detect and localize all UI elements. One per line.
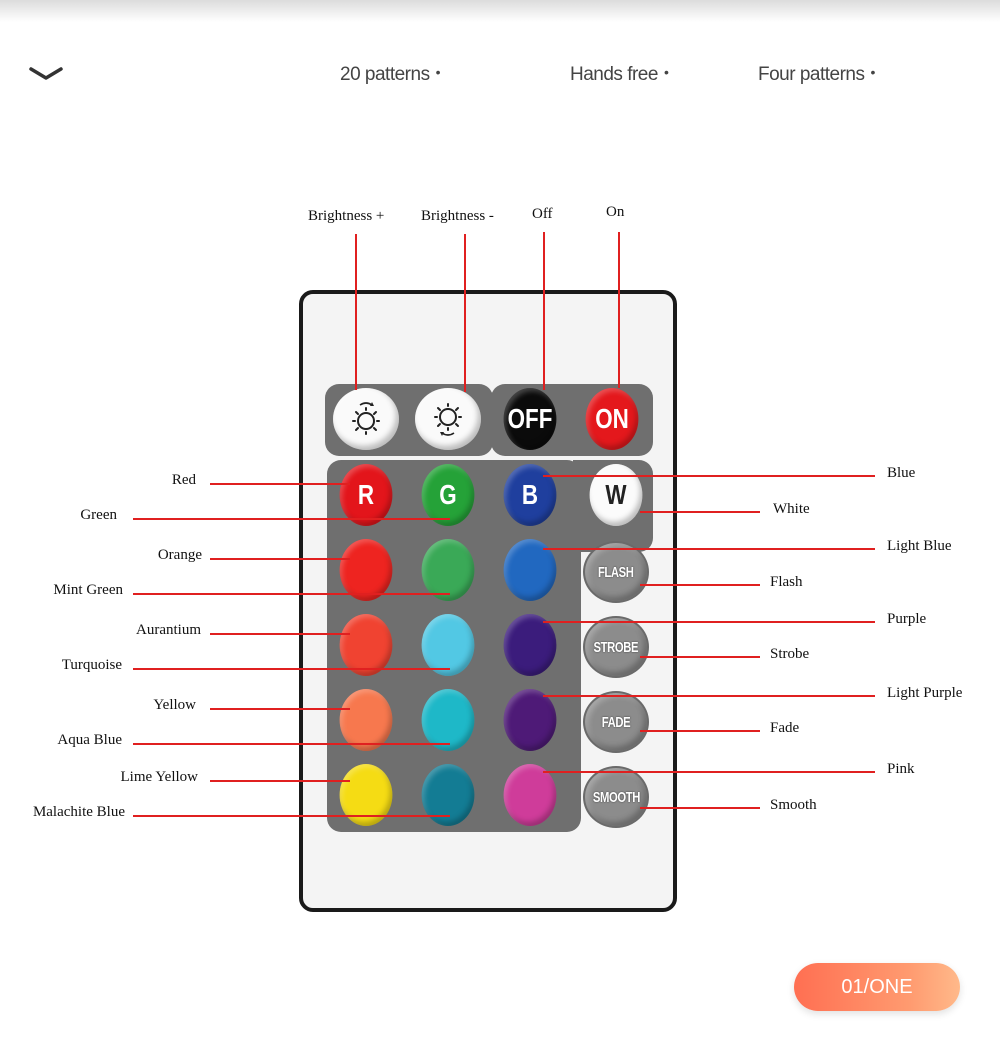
color-button-mint-green[interactable] (421, 539, 475, 601)
color-button-orange[interactable] (339, 539, 393, 601)
feature-dot: • (435, 64, 441, 80)
callout-label: Light Blue (887, 538, 952, 554)
feature-label: Hands free (570, 64, 658, 85)
callout-label: Pink (887, 761, 915, 777)
callout-label: Aqua Blue (57, 732, 122, 748)
chevron-down-icon[interactable] (28, 64, 64, 86)
label-on: On (606, 204, 625, 220)
callout-line (640, 584, 760, 586)
function-button-text: FLASH (598, 563, 634, 581)
callout-line (640, 730, 760, 732)
sun-up-icon (352, 402, 380, 435)
callout-label: Strobe (770, 646, 810, 662)
feature-four-patterns: Four patterns • (758, 64, 875, 86)
color-button-pink[interactable] (503, 764, 557, 826)
color-button-purple[interactable] (503, 614, 557, 676)
callout-label: Blue (887, 465, 916, 481)
feature-label: Four patterns (758, 64, 865, 85)
feature-hands-free: Hands free • (570, 64, 669, 86)
callout-label: Purple (887, 611, 927, 627)
color-button-blue[interactable]: B (503, 464, 557, 526)
callout-line (543, 621, 875, 623)
callout-label: Light Purple (887, 685, 963, 701)
page-indicator-label: 01/ONE (841, 975, 913, 998)
feature-label: 20 patterns (340, 64, 430, 85)
callout-label: Yellow (153, 697, 196, 713)
callout-line (210, 780, 350, 782)
callout-label: Flash (770, 574, 803, 590)
on-button[interactable]: ON (585, 388, 639, 450)
callout-label: Green (80, 507, 117, 523)
color-button-lime-yellow[interactable] (339, 764, 393, 826)
callout-label: Fade (770, 720, 800, 736)
function-button-text: SMOOTH (592, 788, 640, 806)
callout-line (355, 234, 357, 390)
callout-line (543, 475, 875, 477)
feature-dot: • (663, 64, 669, 80)
color-button-red[interactable]: R (339, 464, 393, 526)
callout-line (464, 234, 466, 392)
color-button-green[interactable]: G (421, 464, 475, 526)
brightness-up-button[interactable] (333, 388, 399, 450)
callout-label: Red (171, 472, 196, 488)
callout-label: Orange (157, 547, 202, 563)
callout-label: Malachite Blue (32, 804, 125, 820)
label-brightness-up: Brightness + (308, 208, 385, 224)
callout-line (640, 656, 760, 658)
callout-line (543, 771, 875, 773)
callout-line (543, 695, 875, 697)
top-shade (0, 0, 1000, 22)
callout-label: Mint Green (53, 582, 123, 598)
callout-line (618, 232, 620, 388)
label-brightness-down: Brightness - (421, 208, 494, 224)
color-button-turquoise[interactable] (421, 614, 475, 676)
callout-label: White (773, 501, 810, 517)
function-button-flash[interactable]: FLASH (583, 541, 649, 603)
callout-line (210, 483, 350, 485)
callout-label: Lime Yellow (120, 769, 198, 785)
feature-dot: • (870, 64, 876, 80)
function-button-fade[interactable]: FADE (583, 691, 649, 753)
callout-line (210, 558, 350, 560)
function-button-smooth[interactable]: SMOOTH (583, 766, 649, 828)
function-button-text: STROBE (593, 638, 639, 656)
callout-line (543, 548, 875, 550)
callout-line (640, 511, 760, 513)
callout-line (133, 668, 450, 670)
feature-20-patterns: 20 patterns • (340, 64, 441, 86)
callout-line (133, 518, 450, 520)
callout-label: Aurantium (136, 622, 201, 638)
function-button-text: FADE (601, 713, 631, 731)
callout-line (210, 633, 350, 635)
callout-line (210, 708, 350, 710)
callout-line (133, 743, 450, 745)
callout-line (133, 593, 450, 595)
brightness-down-button[interactable] (415, 388, 481, 450)
callout-line (133, 815, 450, 817)
page-indicator-button[interactable]: 01/ONE (794, 963, 960, 1011)
color-button-aurantium[interactable] (339, 614, 393, 676)
callout-label: Turquoise (61, 657, 122, 673)
callout-line (640, 807, 760, 809)
function-button-strobe[interactable]: STROBE (583, 616, 649, 678)
function-button-white[interactable]: W (589, 464, 643, 526)
sun-down-icon (434, 403, 462, 436)
color-button-light-purple[interactable] (503, 689, 557, 751)
callout-label: Smooth (770, 797, 817, 813)
color-button-yellow[interactable] (339, 689, 393, 751)
callout-line (543, 232, 545, 390)
label-off: Off (532, 206, 553, 222)
color-button-aqua-blue[interactable] (421, 689, 475, 751)
color-button-malachite-blue[interactable] (421, 764, 475, 826)
off-button[interactable]: OFF (503, 388, 557, 450)
